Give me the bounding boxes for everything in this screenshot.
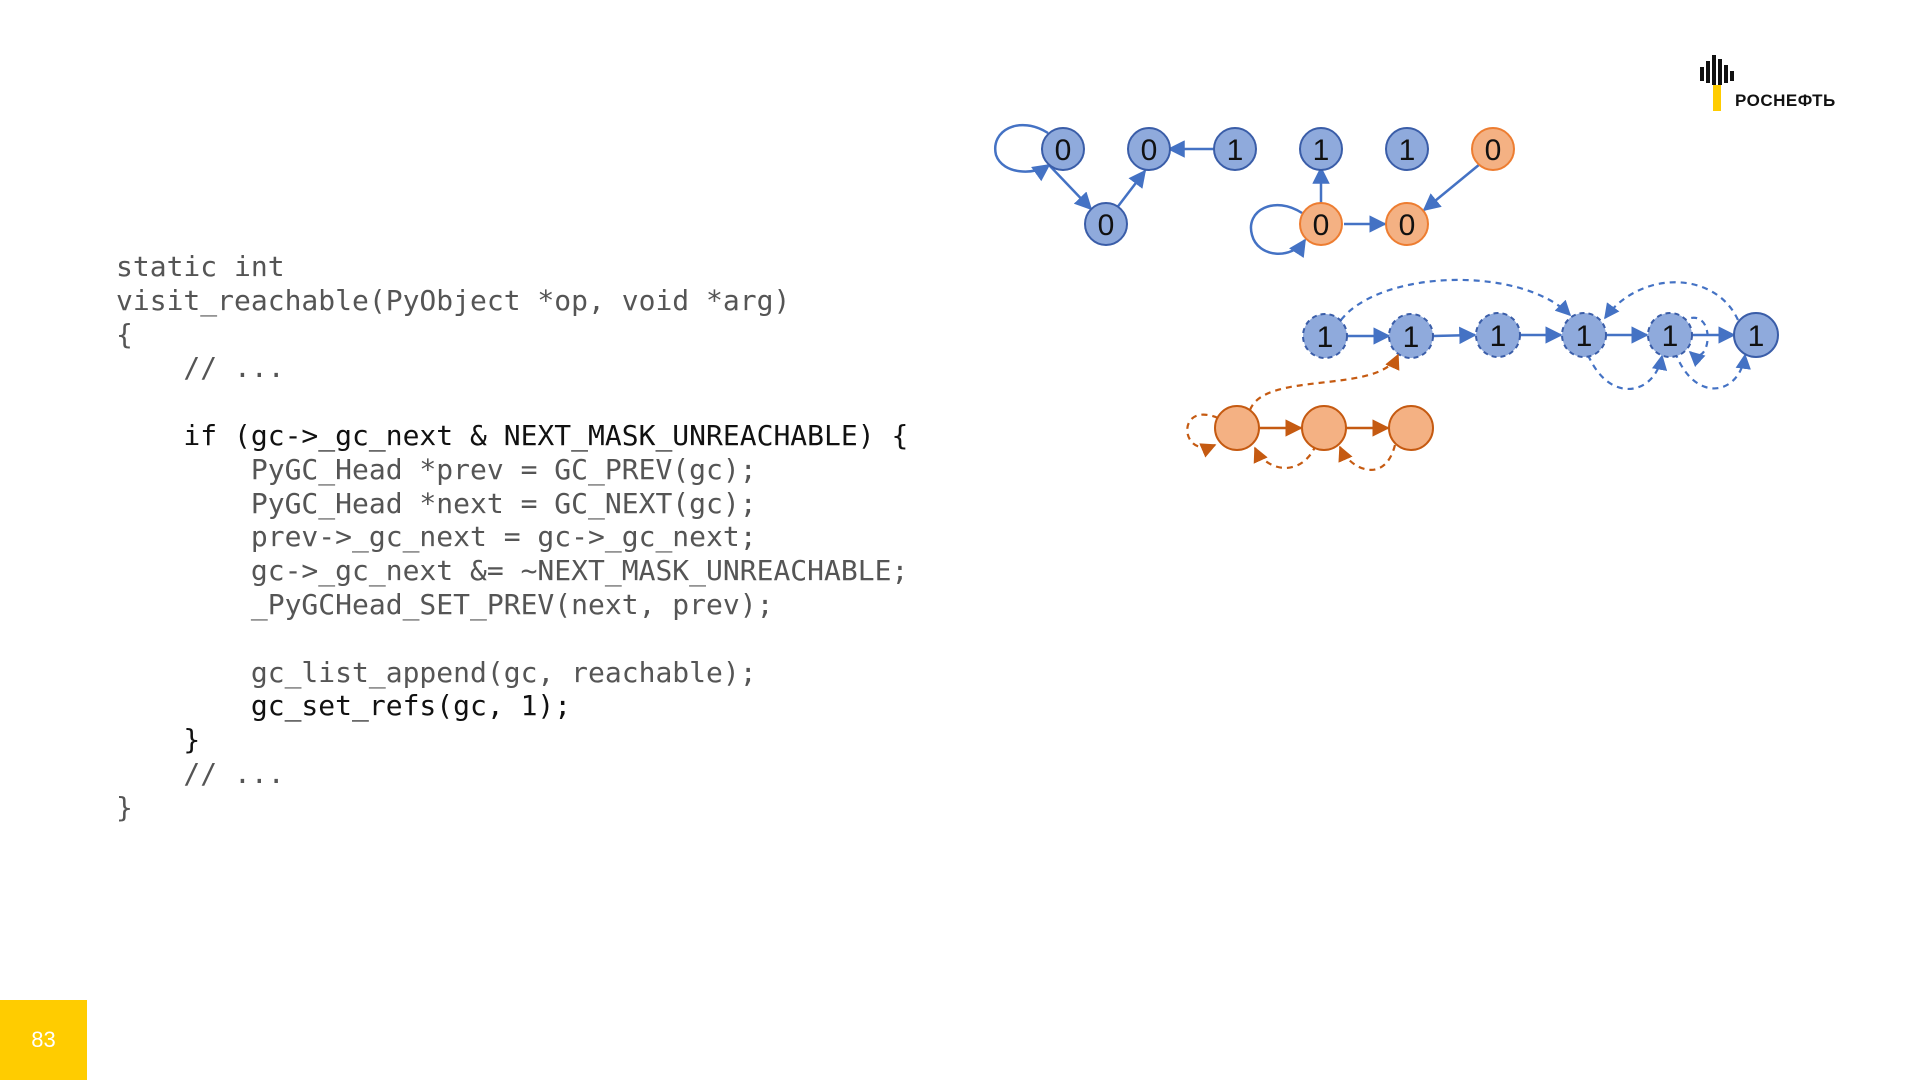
dashed-edge [1680,316,1709,368]
svg-text:1: 1 [1313,134,1330,167]
code-line-highlighted: gc_set_refs(gc, 1); [116,689,572,723]
graph-node-blue: 0 [1041,127,1085,171]
code-line: static int [116,250,285,283]
svg-text:1: 1 [1662,320,1679,353]
code-line: // ... [116,756,285,790]
graph-node-orange: 0 [1299,202,1343,246]
rosneft-logo [1700,55,1734,111]
edge [1048,164,1093,211]
code-line: PyGC_Head *next = GC_NEXT(gc); [116,486,757,520]
edge [1422,163,1481,212]
self-loop [993,123,1051,182]
graph-node-blue: 0 [1127,127,1171,171]
blue-list-edges [1347,326,1736,345]
list-node-orange [1214,405,1260,451]
blue-list-dashed-edges [1340,278,1751,390]
graph-node-orange: 0 [1471,127,1515,171]
code-line: prev->_gc_next = gc->_gc_next; [116,520,757,554]
svg-text:1: 1 [1576,320,1593,353]
blue-list-nodes: 1 1 1 1 1 1 [1302,312,1779,359]
dashed-edge [1338,444,1397,471]
dashed-edge [1673,351,1751,390]
svg-text:1: 1 [1317,321,1334,354]
edge [1115,169,1147,210]
dashed-edge [1586,354,1668,390]
list-node-dashed: 1 [1475,312,1521,358]
page-number-badge: 83 [0,1000,87,1080]
self-loop [1249,203,1307,258]
orange-list-dashed-edges [1186,353,1400,471]
svg-text:0: 0 [1313,209,1330,242]
list-node-orange [1301,405,1347,451]
svg-text:0: 0 [1055,134,1072,167]
code-line-highlighted: if (gc->_gc_next & NEXT_MASK_UNREACHABLE… [116,418,909,452]
code-line: { [116,317,133,351]
orange-list-nodes [1214,405,1434,451]
graph-node-blue: 0 [1084,202,1128,246]
code-line: _PyGCHead_SET_PREV(next, prev); [116,587,774,621]
code-line: } [116,790,133,824]
svg-text:0: 0 [1485,134,1502,167]
dashed-edge [1253,444,1317,469]
dashed-edge [1186,413,1219,458]
top-graph-nodes: 0 0 1 0 1 1 0 0 [1041,127,1515,246]
code-line: gc_list_append(gc, reachable); [116,655,757,689]
dashed-edge [1248,353,1400,411]
code-line: // ... [116,351,285,385]
svg-text:1: 1 [1490,320,1507,353]
list-node-orange [1388,405,1434,451]
graph-node-blue: 1 [1299,127,1343,171]
svg-text:0: 0 [1399,209,1416,242]
svg-text:1: 1 [1399,134,1416,167]
dashed-edge [1340,278,1572,321]
edge [1432,326,1477,345]
list-node-dashed: 1 [1647,312,1693,358]
svg-text:1: 1 [1403,321,1420,354]
graph-node-orange: 0 [1385,202,1429,246]
svg-text:1: 1 [1748,320,1765,353]
svg-text:1: 1 [1227,134,1244,167]
list-node-solid: 1 [1733,312,1779,358]
graph-node-blue: 1 [1385,127,1429,171]
list-node-dashed: 1 [1561,312,1607,358]
list-node-dashed: 1 [1388,313,1434,359]
code-line: gc->_gc_next &= ~NEXT_MASK_UNREACHABLE; [116,554,909,588]
code-line: visit_reachable(PyObject *op, void *arg) [116,283,791,317]
code-line-highlighted: } [116,723,201,757]
svg-text:0: 0 [1141,134,1158,167]
graph-node-blue: 1 [1213,127,1257,171]
svg-text:0: 0 [1098,209,1115,242]
logo-text: РОСНЕФТЬ [1735,91,1836,110]
list-node-dashed: 1 [1302,313,1348,359]
code-line: PyGC_Head *prev = GC_PREV(gc); [116,452,757,486]
